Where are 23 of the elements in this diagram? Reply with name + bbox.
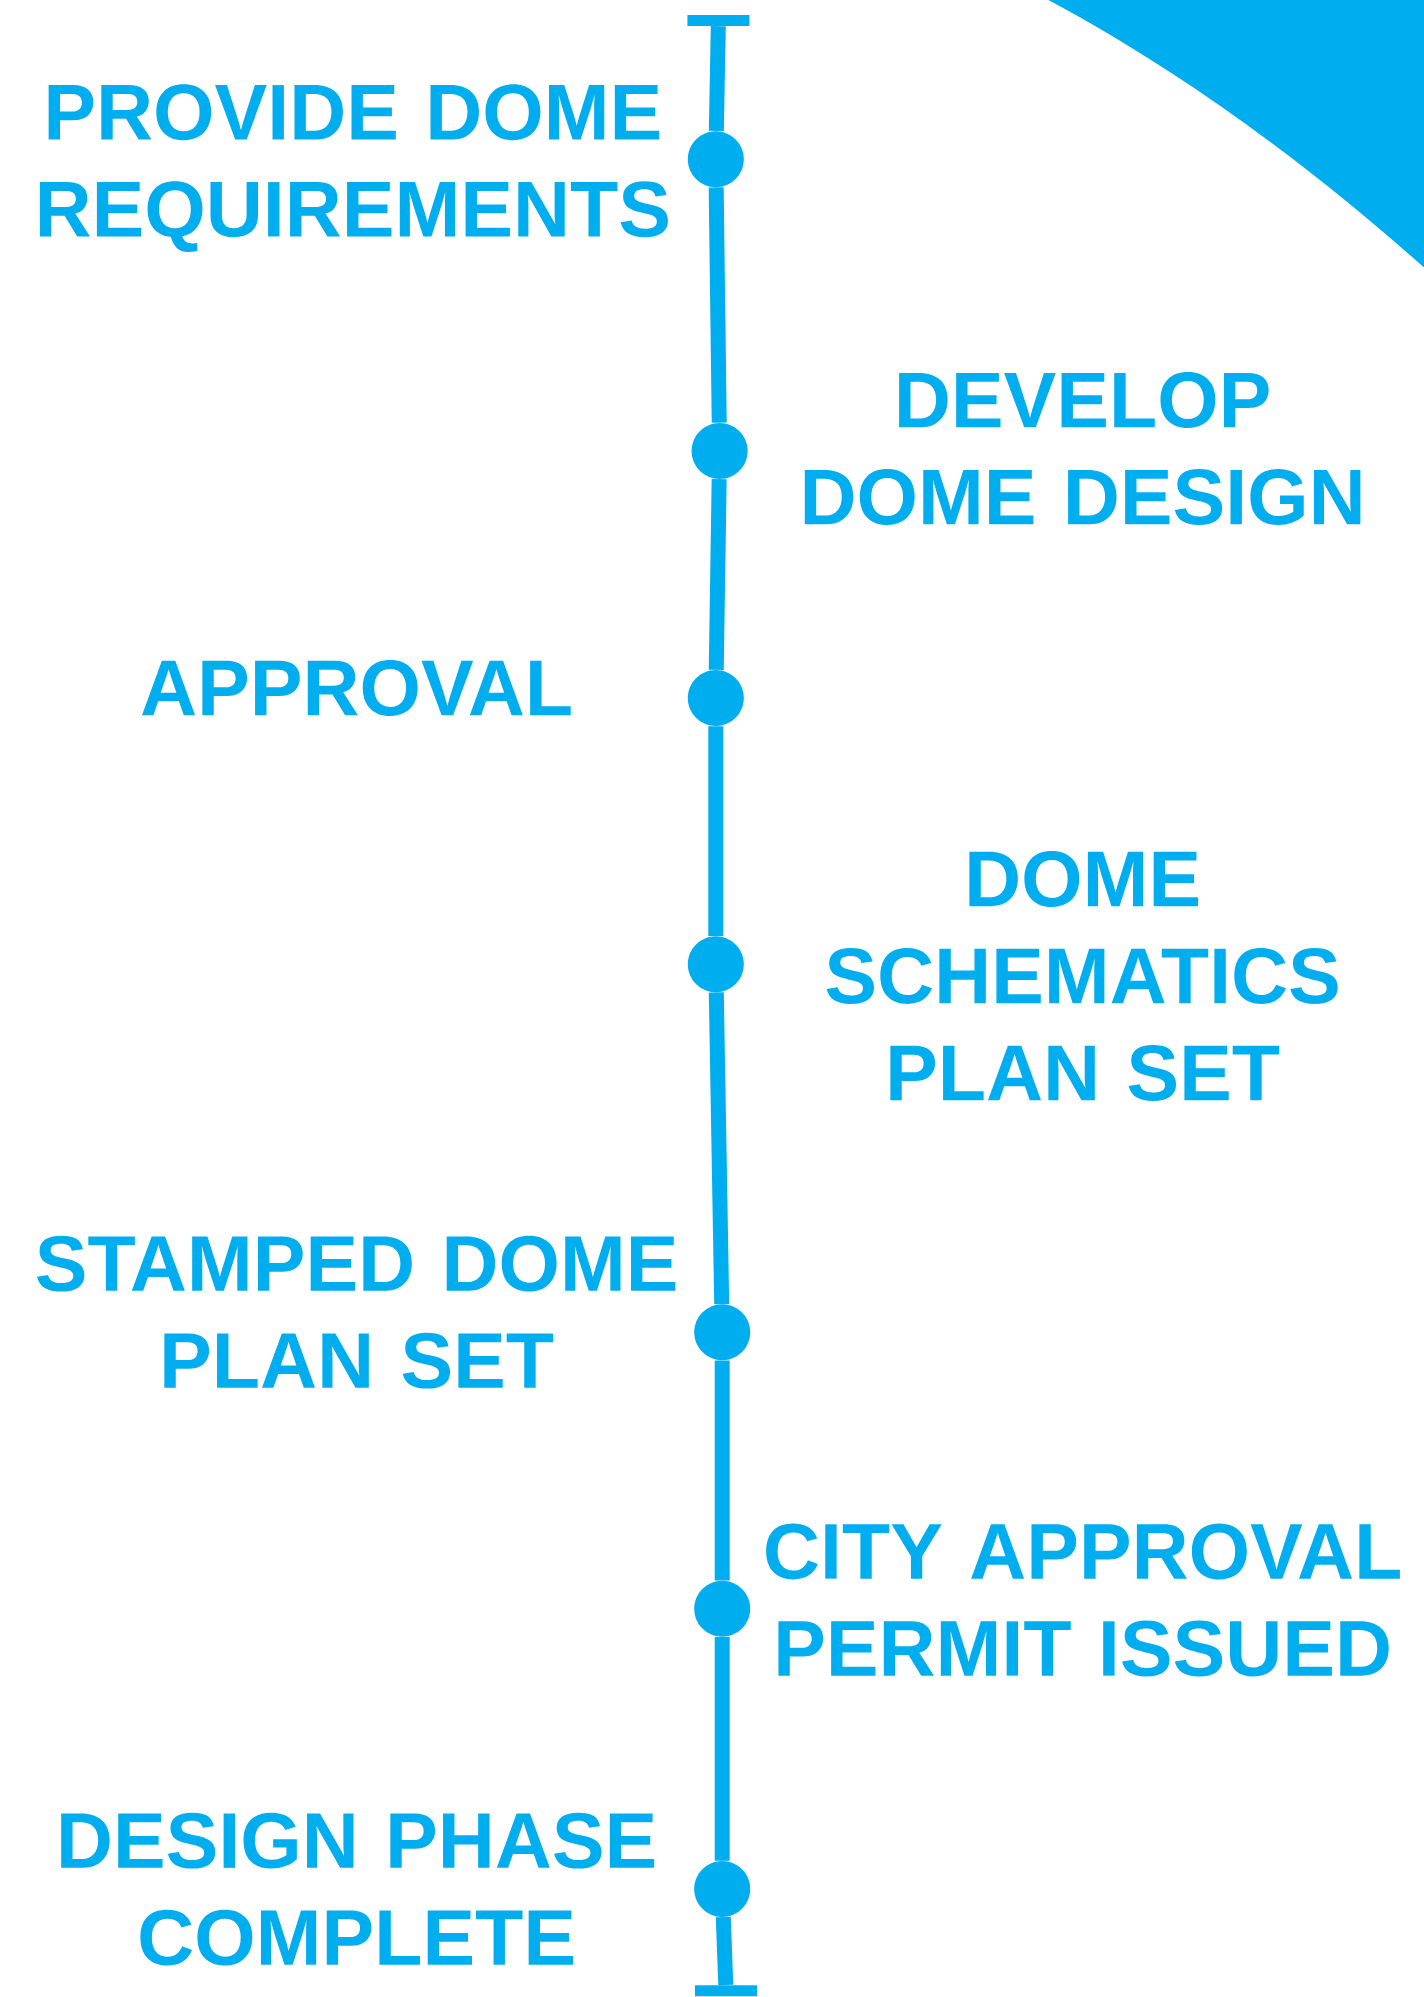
end-bar xyxy=(687,14,750,26)
milestone-label: APPROVAL xyxy=(142,660,571,716)
milestone-dot xyxy=(694,1860,751,1917)
timeline-line xyxy=(708,187,727,423)
timeline-line xyxy=(708,992,730,1305)
end-bar xyxy=(695,1985,757,1997)
milestone-dot xyxy=(691,422,748,479)
milestone-dot xyxy=(687,131,744,188)
milestone-label: STAMPED DOME PLAN SET xyxy=(37,1235,676,1389)
timeline-line xyxy=(708,478,727,670)
milestone-label: DEVELOP DOME DESIGN xyxy=(804,372,1361,525)
milestone-dot xyxy=(687,936,744,993)
timeline-line xyxy=(708,726,724,936)
milestone-dot xyxy=(687,670,744,726)
timeline-line xyxy=(714,1360,730,1581)
milestone-label: CITY APPROVAL PERMIT ISSUED xyxy=(766,1523,1400,1677)
milestone-dot xyxy=(694,1580,751,1637)
milestone-label: DOME SCHEMATICS PLAN SET xyxy=(826,851,1338,1101)
milestone-label: DESIGN PHASE COMPLETE xyxy=(61,1812,655,1966)
milestone-label: PROVIDE DOME REQUIREMENTS xyxy=(39,84,668,252)
timeline-line xyxy=(708,25,726,132)
milestone-dot xyxy=(694,1304,751,1361)
timeline-line xyxy=(714,1636,730,1861)
